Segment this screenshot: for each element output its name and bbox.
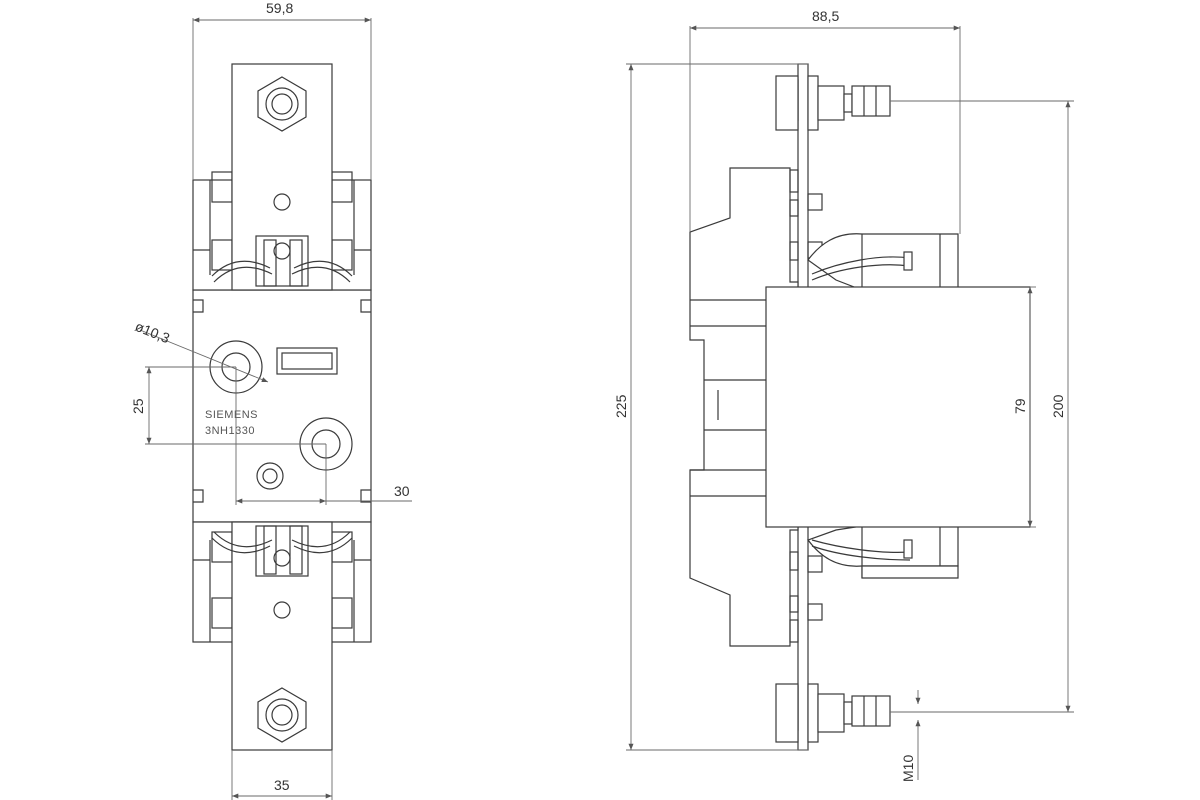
upper-hex-nut [257,76,307,132]
dim-width-top-label: 59,8 [266,0,293,16]
dim-total-height-label: 225 [613,394,629,418]
dimension-side-cover-height: 79 [1012,286,1036,528]
dimension-side-total-height: 225 [613,63,808,751]
dimension-thread: M10 [900,690,921,782]
lower-terminal-blade [211,521,353,751]
dim-mount-height-label: 200 [1050,394,1066,418]
dimension-side-depth: 88,5 [689,8,961,234]
front-view: SIEMENS 3NH1330 59,8 35 ø10,3 25 [130,0,412,800]
lower-bolt [775,683,891,743]
dim-cover-height-label: 79 [1012,398,1028,414]
small-screw-hole [256,462,284,490]
fuse-cover-body [765,286,1031,528]
dim-depth-label: 88,5 [812,8,839,24]
dim-diameter-label: ø10,3 [133,318,172,346]
base-body [192,289,372,523]
dimension-front-width-top: 59,8 [192,0,372,180]
brand-mark: SIEMENS [205,409,258,421]
dim-horizontal-spacing-label: 30 [394,483,410,499]
upper-bolt [775,75,891,131]
dimension-side-mount-height: 200 [890,100,1074,713]
upper-terminal-blade [211,63,353,291]
dim-thread-label: M10 [900,755,916,782]
lower-hex-nut [257,687,307,743]
dim-width-bottom-label: 35 [274,777,290,793]
dimension-hole-spacing-horizontal: 30 [235,367,412,505]
fuse-clip-upper [807,233,959,291]
fuse-clip-lower [807,525,959,579]
side-view: 88,5 225 200 79 M10 [613,8,1074,782]
model-number: 3NH1330 [205,425,255,437]
lower-wire-spring [211,531,353,554]
upper-wire-spring [211,260,353,283]
dimension-hole-spacing-vertical: 25 [130,366,326,445]
label-window [276,347,338,375]
dim-vertical-spacing-label: 25 [130,398,146,414]
dimension-front-width-bottom: 35 [231,750,333,800]
